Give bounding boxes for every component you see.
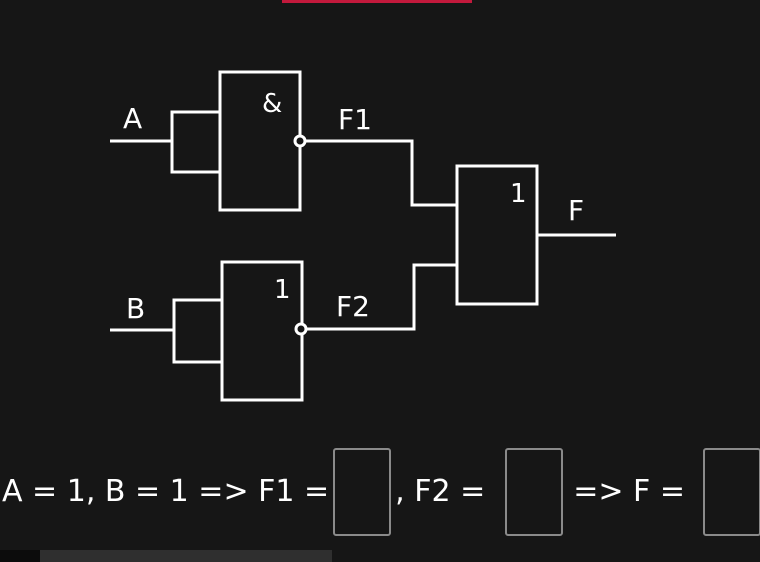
equation-part-1: A = 1, B = 1 => F1 = [2, 474, 330, 509]
equation-part-2: , F2 = [395, 474, 486, 509]
f1-answer-box[interactable] [333, 447, 392, 536]
signal-f1-label: F1 [338, 103, 372, 136]
input-b-label: B [126, 292, 145, 325]
bottom-strip-dark [0, 550, 40, 562]
input-a-label: A [123, 102, 142, 135]
horizontal-scrollbar[interactable] [40, 550, 332, 562]
input-b-fork [172, 298, 222, 364]
equation-line: A = 1, B = 1 => F1 = , F2 = => F = [2, 444, 760, 539]
input-a-fork [170, 110, 220, 174]
nand-gate-symbol: & [262, 89, 282, 119]
f1-wire [305, 139, 457, 207]
nand-inversion-bubble [293, 134, 307, 148]
logic-circuit-diagram: & A F1 1 B F2 1 F [110, 70, 616, 402]
equation-part-3: => F = [573, 474, 685, 509]
nand-gate-body [218, 70, 302, 212]
not-gate-symbol: 1 [274, 275, 291, 305]
top-accent-bar [282, 0, 472, 3]
output-f-label: F [568, 194, 584, 227]
f-answer-box[interactable] [702, 447, 760, 536]
f2-answer-box[interactable] [505, 447, 564, 536]
signal-f2-label: F2 [336, 290, 370, 323]
f2-wire [306, 263, 457, 331]
or-gate-symbol: 1 [510, 179, 527, 209]
not-inversion-bubble [294, 322, 308, 336]
